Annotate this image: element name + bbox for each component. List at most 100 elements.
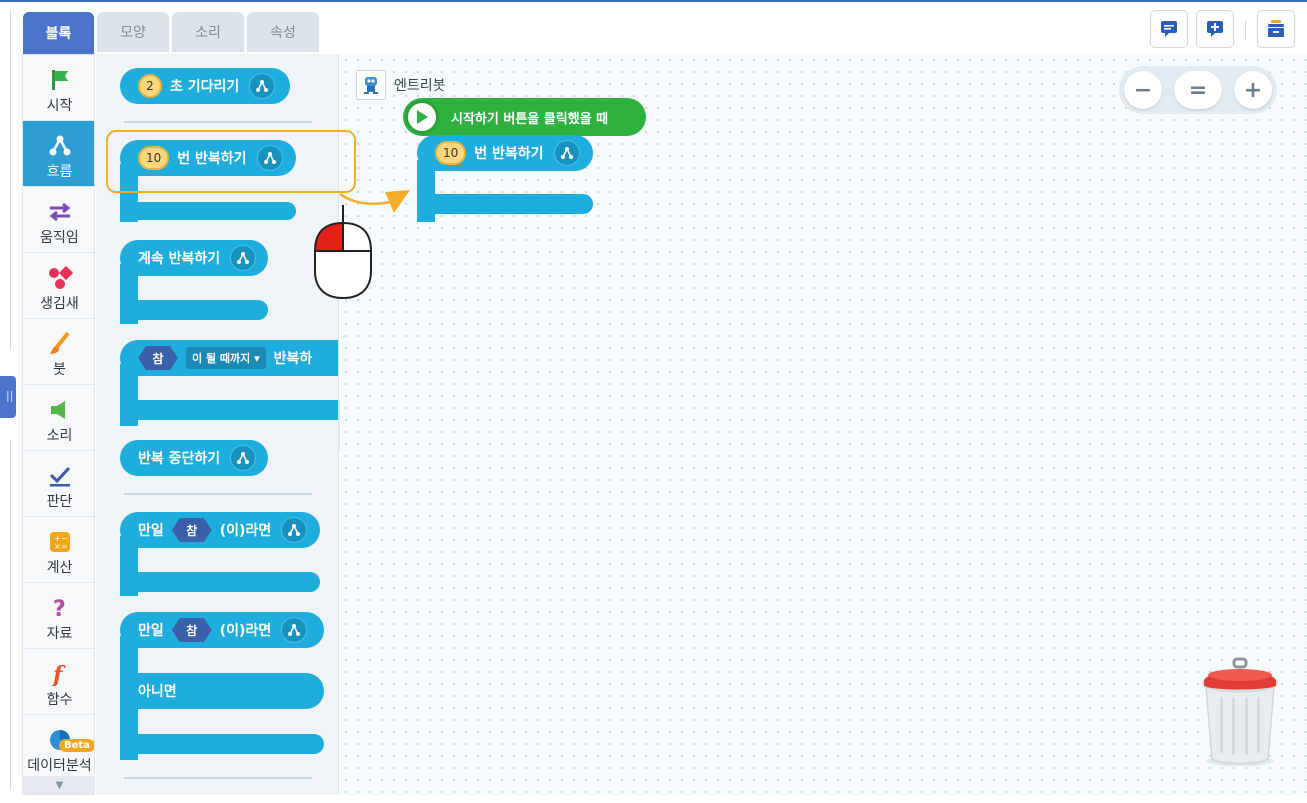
when-start-clicked-block[interactable]: 시작하기 버튼을 클릭했을 때	[403, 98, 646, 136]
block-foot	[120, 300, 268, 320]
category-looks[interactable]: 생김새	[23, 253, 94, 319]
flow-icon	[553, 140, 580, 166]
category-start[interactable]: 시작	[23, 55, 94, 121]
boolean-true-input[interactable]: 참	[171, 518, 212, 542]
toolbar-separator	[1245, 20, 1246, 40]
check-icon	[47, 463, 73, 489]
flow-icon	[281, 517, 308, 543]
category-label: 소리	[46, 428, 73, 444]
number-input[interactable]: 10	[138, 146, 170, 170]
tab-sounds[interactable]: 소리	[172, 12, 244, 52]
brush-icon	[47, 331, 73, 357]
category-label: 함수	[46, 692, 73, 708]
block-palette: 2 초 기다리기 10 번 반복하기 계속 반복하기 참 이 될 때까지 ▾ 반…	[96, 54, 339, 795]
svg-text:f: f	[51, 662, 66, 686]
svg-text:=: =	[61, 542, 68, 551]
tab-properties[interactable]: 속성	[247, 12, 319, 52]
repeat-n-times-block[interactable]: 10 번 반복하기	[120, 140, 296, 176]
palette-divider	[124, 121, 312, 123]
question-icon: ?	[47, 595, 73, 621]
category-judgement[interactable]: 판단	[23, 451, 94, 517]
category-label: 자료	[46, 626, 73, 642]
else-section: 아니면	[120, 673, 324, 709]
until-dropdown[interactable]: 이 될 때까지 ▾	[186, 347, 266, 369]
if-else-block[interactable]: 만일 참 (이)라면	[120, 612, 324, 648]
forever-block[interactable]: 계속 반복하기	[120, 240, 268, 276]
block-foot	[120, 202, 296, 220]
zoom-controls: − = +	[1119, 66, 1277, 114]
number-input[interactable]: 2	[138, 74, 162, 98]
block-foot	[417, 194, 593, 214]
speaker-icon	[47, 397, 73, 423]
tab-blocks[interactable]: 블록	[23, 12, 94, 54]
svg-text:+: +	[54, 534, 61, 543]
svg-text:?: ?	[53, 597, 66, 620]
workspace-repeat-block[interactable]: 10 번 반복하기	[417, 135, 593, 171]
category-flow[interactable]: 흐름	[23, 121, 94, 187]
dropdown-value: 이 될 때까지	[192, 352, 251, 365]
block-label: 만일	[138, 523, 164, 539]
category-data[interactable]: ? 자료	[23, 583, 94, 649]
category-sound[interactable]: 소리	[23, 385, 94, 451]
move-arrows-icon	[47, 199, 73, 225]
flag-icon	[47, 67, 73, 93]
palette-divider	[124, 777, 312, 779]
category-label: 붓	[53, 362, 66, 378]
category-label: 생김새	[40, 296, 79, 312]
beta-badge: Beta	[59, 739, 94, 752]
block-label: 번 반복하기	[177, 151, 247, 167]
repeat-until-block[interactable]: 참 이 될 때까지 ▾ 반복하	[120, 340, 338, 376]
add-comment-button[interactable]	[1196, 10, 1234, 48]
storage-box-button[interactable]	[1257, 10, 1295, 48]
number-input[interactable]: 10	[435, 141, 467, 165]
zoom-out-button[interactable]: −	[1124, 71, 1162, 109]
category-calc[interactable]: +−×= 계산	[23, 517, 94, 583]
left-panel-resize-handle[interactable]	[0, 376, 16, 418]
add-comment-icon	[1207, 21, 1223, 37]
drag-arrow-icon	[339, 190, 410, 213]
wait-seconds-block[interactable]: 2 초 기다리기	[120, 68, 290, 104]
trash-can-icon[interactable]	[1198, 655, 1282, 767]
block-label: 아니면	[138, 684, 177, 700]
comment-icon	[1161, 21, 1177, 37]
boolean-true-input[interactable]: 참	[171, 618, 212, 642]
block-label: 시작하기 버튼을 클릭했을 때	[451, 111, 609, 127]
object-name: 엔트리봇	[394, 78, 446, 94]
palette-divider	[124, 493, 312, 495]
entrybot-avatar	[356, 70, 386, 100]
block-label: 번 반복하기	[474, 146, 544, 162]
comment-button[interactable]	[1150, 10, 1188, 48]
svg-text:×: ×	[54, 542, 61, 551]
mouse-left-click-icon	[313, 205, 373, 300]
zoom-reset-button[interactable]: =	[1174, 71, 1222, 109]
function-icon: f	[47, 661, 73, 687]
shapes-icon	[47, 265, 73, 291]
left-edge-line	[10, 10, 11, 350]
script-workspace[interactable]	[340, 54, 1307, 795]
category-movement[interactable]: 움직임	[23, 187, 94, 253]
category-function[interactable]: f 함수	[23, 649, 94, 715]
category-data-analysis[interactable]: Beta 데이터분석	[23, 715, 94, 781]
stop-repeat-block[interactable]: 반복 중단하기	[120, 440, 268, 476]
boolean-true-input[interactable]: 참	[138, 346, 178, 370]
block-foot	[120, 734, 324, 754]
svg-text:−: −	[61, 534, 68, 543]
tab-shapes[interactable]: 모양	[97, 12, 169, 52]
block-label: 계속 반복하기	[138, 251, 221, 267]
category-brush[interactable]: 붓	[23, 319, 94, 385]
flow-icon	[230, 245, 257, 271]
block-label: 반복하	[273, 351, 313, 367]
block-label: (이)라면	[219, 523, 272, 539]
calculator-icon: +−×=	[47, 529, 73, 555]
sidebar-scroll-down-button[interactable]: ▼	[23, 776, 94, 794]
block-category-sidebar: 시작 흐름 움직임 생김새 붓	[22, 54, 95, 795]
flow-icon	[230, 445, 257, 471]
zoom-in-button[interactable]: +	[1234, 71, 1272, 109]
storage-box-icon	[1268, 20, 1284, 37]
play-icon	[405, 100, 439, 134]
block-label: 반복 중단하기	[138, 451, 221, 467]
category-label: 판단	[46, 494, 73, 510]
if-block[interactable]: 만일 참 (이)라면	[120, 512, 320, 548]
flow-icon	[281, 617, 308, 643]
